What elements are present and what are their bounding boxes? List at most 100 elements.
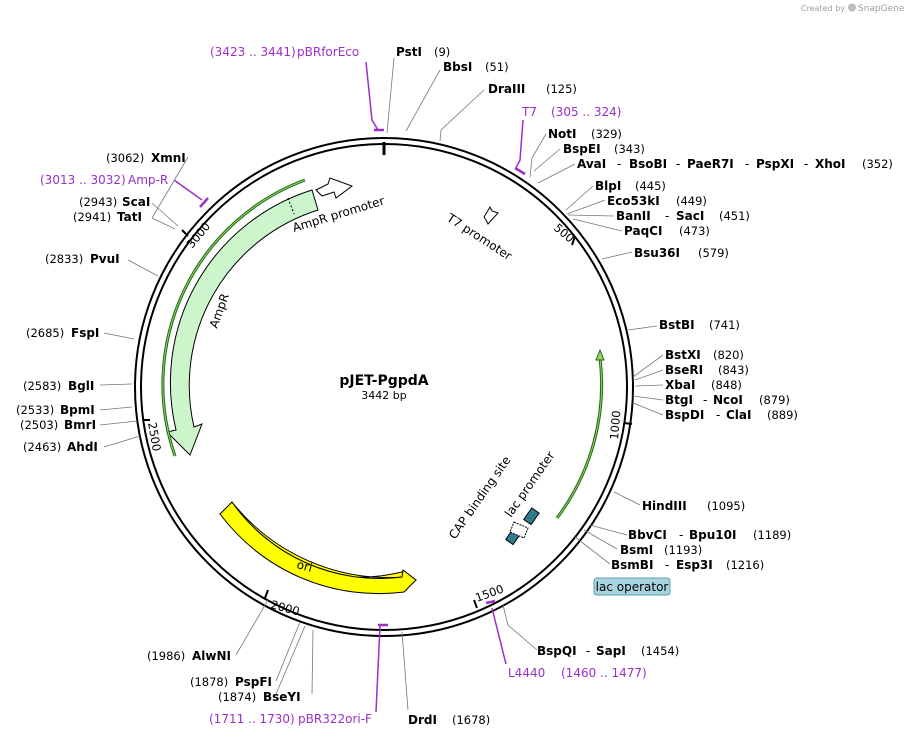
enzyme-leader-lines <box>99 57 664 711</box>
primer-ampr-range: (3013 .. 3032) <box>40 173 126 187</box>
svg-text:(451): (451) <box>719 209 750 223</box>
enzyme-bsmi: BsmI <box>620 543 653 557</box>
svg-text:(1454): (1454) <box>641 644 679 658</box>
tick-2500: 2500 <box>145 421 164 452</box>
enzyme-bspei: BspEI <box>563 142 601 156</box>
enzyme-bstxi: BstXI <box>665 348 701 362</box>
lac-operator-badge <box>593 577 671 596</box>
primer-pbr322ori-range: (1711 .. 1730) <box>209 712 295 726</box>
cap-binding-site-label: CAP binding site <box>446 454 514 542</box>
enzyme-draiii: DraIII <box>488 82 525 96</box>
enzyme-avai: AvaI <box>577 157 606 171</box>
enzyme-drdi: DrdI <box>408 713 437 727</box>
enzyme-bseri: BseRI <box>665 363 703 377</box>
svg-text:-: - <box>745 157 749 171</box>
svg-text:(1678): (1678) <box>452 713 490 727</box>
primer-pbrforeco-name: pBRforEco <box>297 45 359 59</box>
enzyme-sapi: SapI <box>596 644 626 658</box>
enzyme-psti: PstI <box>396 45 422 59</box>
enzyme-bpu10i: Bpu10I <box>689 528 736 542</box>
svg-text:(2533): (2533) <box>16 403 54 417</box>
lac-operator-label: lac operator <box>596 580 669 594</box>
svg-text:-: - <box>586 644 590 658</box>
svg-text:(848): (848) <box>711 378 742 392</box>
enzyme-bseyi: BseYI <box>263 690 301 704</box>
svg-text:(1095): (1095) <box>707 499 745 513</box>
svg-text:(449): (449) <box>676 194 707 208</box>
backbone-outer-ring <box>134 137 634 637</box>
svg-text:(343): (343) <box>614 142 645 156</box>
primer-pbrforeco-range: (3423 .. 3441) <box>210 45 296 59</box>
enzyme-ahdi: AhdI <box>67 440 98 454</box>
watermark-text: Created by <box>801 4 845 13</box>
svg-text:-: - <box>676 157 680 171</box>
svg-text:(51): (51) <box>485 60 509 74</box>
svg-text:(2833): (2833) <box>45 252 83 266</box>
enzyme-blpi: BlpI <box>595 179 621 193</box>
enzyme-xhoi: XhoI <box>815 157 846 171</box>
primer-pbr322ori-name: pBR322ori-F <box>298 712 372 726</box>
enzyme-clai: ClaI <box>726 408 751 422</box>
primer-l4440-range: (1460 .. 1477) <box>561 666 647 680</box>
svg-text:(2583): (2583) <box>23 379 61 393</box>
enzyme-noti: NotI <box>548 127 577 141</box>
svg-text:(1986): (1986) <box>147 649 185 663</box>
enzyme-scai: ScaI <box>122 195 150 209</box>
svg-text:-: - <box>804 157 808 171</box>
enzyme-btgi: BtgI <box>665 393 693 407</box>
enzyme-pspfi: PspFI <box>235 675 272 689</box>
svg-text:(843): (843) <box>718 363 749 377</box>
enzymes-right: PstI (9) BbsI (51) DraIII (125) NotI (32… <box>396 45 893 727</box>
enzyme-bsu36i: Bsu36I <box>634 246 680 260</box>
enzyme-paer7i: PaeR7I <box>687 157 734 171</box>
svg-text:(1193): (1193) <box>664 543 702 557</box>
svg-text:(2685): (2685) <box>26 326 64 340</box>
enzymes-left: (3062) XmnI (2943) ScaI (2941) TatI (283… <box>16 151 301 704</box>
plasmid-name: pJET-PgpdA <box>339 373 428 389</box>
enzyme-pspxi: PspXI <box>756 157 794 171</box>
enzyme-bbvci: BbvCI <box>628 528 667 542</box>
svg-text:(3062): (3062) <box>106 151 144 165</box>
ampr-boundary-dash <box>287 197 295 215</box>
enzyme-esp3i: Esp3I <box>676 558 713 572</box>
svg-text:-: - <box>716 408 720 422</box>
svg-text:-: - <box>665 558 669 572</box>
svg-text:(329): (329) <box>591 127 622 141</box>
enzyme-fspi: FspI <box>71 326 99 340</box>
enzyme-bstbi: BstBI <box>659 318 695 332</box>
svg-text:(889): (889) <box>767 408 798 422</box>
ori-label: ori <box>295 557 314 575</box>
svg-text:-: - <box>679 528 683 542</box>
svg-text:(2943): (2943) <box>79 195 117 209</box>
svg-text:(9): (9) <box>434 45 450 59</box>
primer-l4440-name: L4440 <box>508 666 545 680</box>
primer-t7-range: (305 .. 324) <box>551 105 621 119</box>
enzyme-xbai: XbaI <box>665 378 695 392</box>
enzyme-paqci: PaqCI <box>624 224 662 238</box>
watermark-brand: SnapGene <box>858 4 905 14</box>
svg-text:-: - <box>665 209 669 223</box>
enzyme-bbsi: BbsI <box>443 60 472 74</box>
enzyme-bmri: BmrI <box>64 418 96 432</box>
enzyme-saci: SacI <box>676 209 704 223</box>
primer-ampr-name: Amp-R <box>128 173 168 187</box>
enzyme-alwni: AlwNI <box>192 649 231 663</box>
svg-text:(1878): (1878) <box>190 675 228 689</box>
snapgene-logo-icon <box>848 3 856 12</box>
svg-text:-: - <box>703 393 707 407</box>
right-orf-arc-inner <box>556 357 603 519</box>
svg-text:(473): (473) <box>679 224 710 238</box>
enzyme-ncoi: NcoI <box>713 393 743 407</box>
svg-text:(579): (579) <box>698 246 729 260</box>
svg-text:(445): (445) <box>635 179 666 193</box>
tick-3000: 3000 <box>184 219 214 250</box>
ampr-gene-arrow <box>166 189 319 456</box>
plasmid-length: 3442 bp <box>361 389 406 402</box>
svg-text:(741): (741) <box>709 318 740 332</box>
right-orf-arrowhead <box>595 348 605 361</box>
enzyme-bsobi: BsoBI <box>629 157 667 171</box>
enzyme-pvui: PvuI <box>90 252 120 266</box>
primer-t7-name: T7 <box>521 105 537 119</box>
ampr-orf-arc-inner <box>162 179 306 457</box>
